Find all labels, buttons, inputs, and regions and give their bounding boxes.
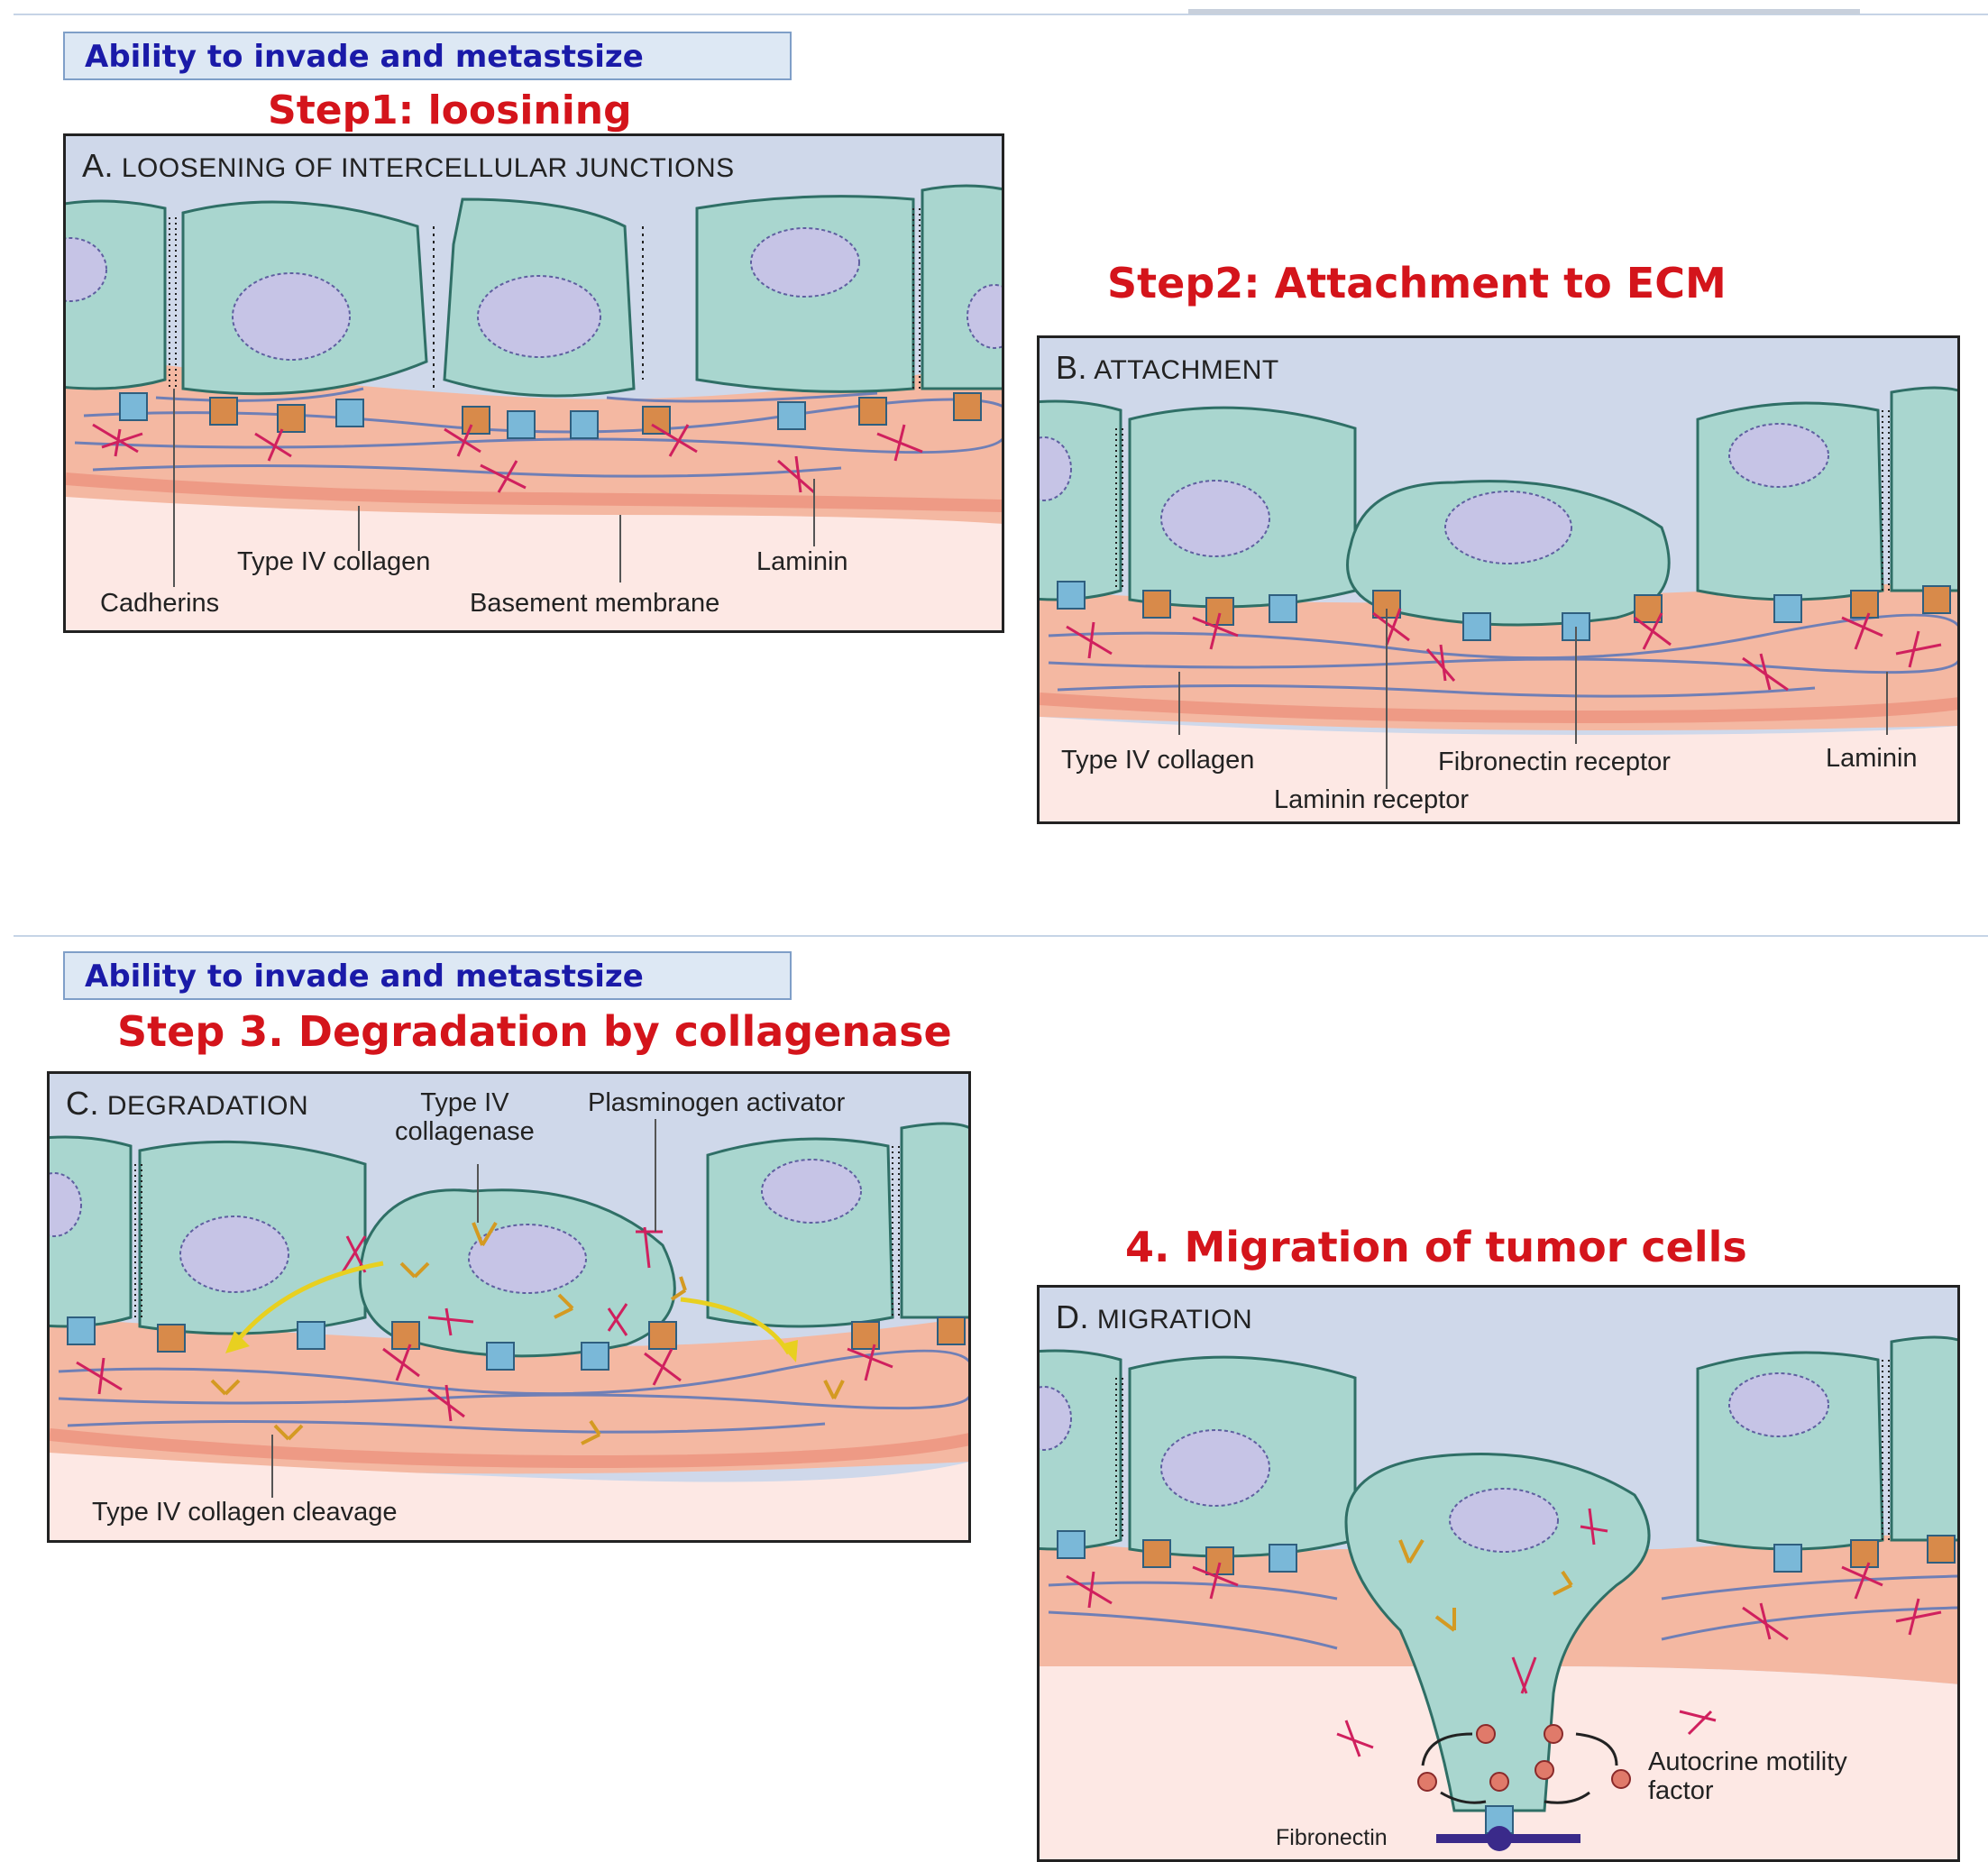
panel-d-title: D. MIGRATION (1056, 1298, 1252, 1336)
panel-c-title: C. DEGRADATION (66, 1085, 308, 1123)
step3-title: Step 3. Degradation by collagenase (117, 1007, 952, 1056)
panel-b-attachment: B. ATTACHMENT Type IV collagen Fibronect… (1037, 335, 1960, 824)
panel-d-migration: D. MIGRATION Autocrine motility factor F… (1037, 1285, 1960, 1862)
panel-c-degradation: C. DEGRADATION Type IV collagenase Plasm… (47, 1071, 971, 1543)
label-collagen-cleavage: Type IV collagen cleavage (92, 1498, 398, 1527)
label-type-iv-collagen-a: Type IV collagen (237, 547, 430, 576)
panel-a-title: A. LOOSENING OF INTERCELLULAR JUNCTIONS (82, 147, 735, 185)
label-type-iv-collagenase: Type IV collagenase (395, 1088, 535, 1146)
step1-title: Step1: loosining (268, 87, 632, 133)
label-plasminogen-activator: Plasminogen activator (588, 1088, 845, 1117)
slide-divider (14, 935, 1988, 937)
label-fibronectin-receptor: Fibronectin receptor (1438, 748, 1671, 776)
panel-a-loosening: A. LOOSENING OF INTERCELLULAR JUNCTIONS … (63, 133, 1004, 633)
top-scrollbar-track (1188, 9, 1860, 14)
step4-title: 4. Migration of tumor cells (1125, 1223, 1747, 1271)
label-laminin-receptor: Laminin receptor (1274, 785, 1469, 814)
panel-b-title: B. ATTACHMENT (1056, 349, 1279, 387)
label-type-iv-collagen-b: Type IV collagen (1061, 746, 1254, 775)
label-basement-membrane: Basement membrane (470, 589, 719, 618)
slide1-header: Ability to invade and metastsize (63, 32, 792, 80)
step2-title: Step2: Attachment to ECM (1107, 259, 1727, 307)
label-laminin-b: Laminin (1826, 744, 1918, 773)
label-autocrine-motility-factor: Autocrine motility factor (1648, 1747, 1847, 1805)
slide2-header: Ability to invade and metastsize (63, 951, 792, 1000)
label-cadherins: Cadherins (100, 589, 219, 618)
panel-a-illustration (66, 136, 1003, 632)
label-fibronectin: Fibronectin (1276, 1823, 1388, 1852)
label-laminin-a: Laminin (756, 547, 848, 576)
